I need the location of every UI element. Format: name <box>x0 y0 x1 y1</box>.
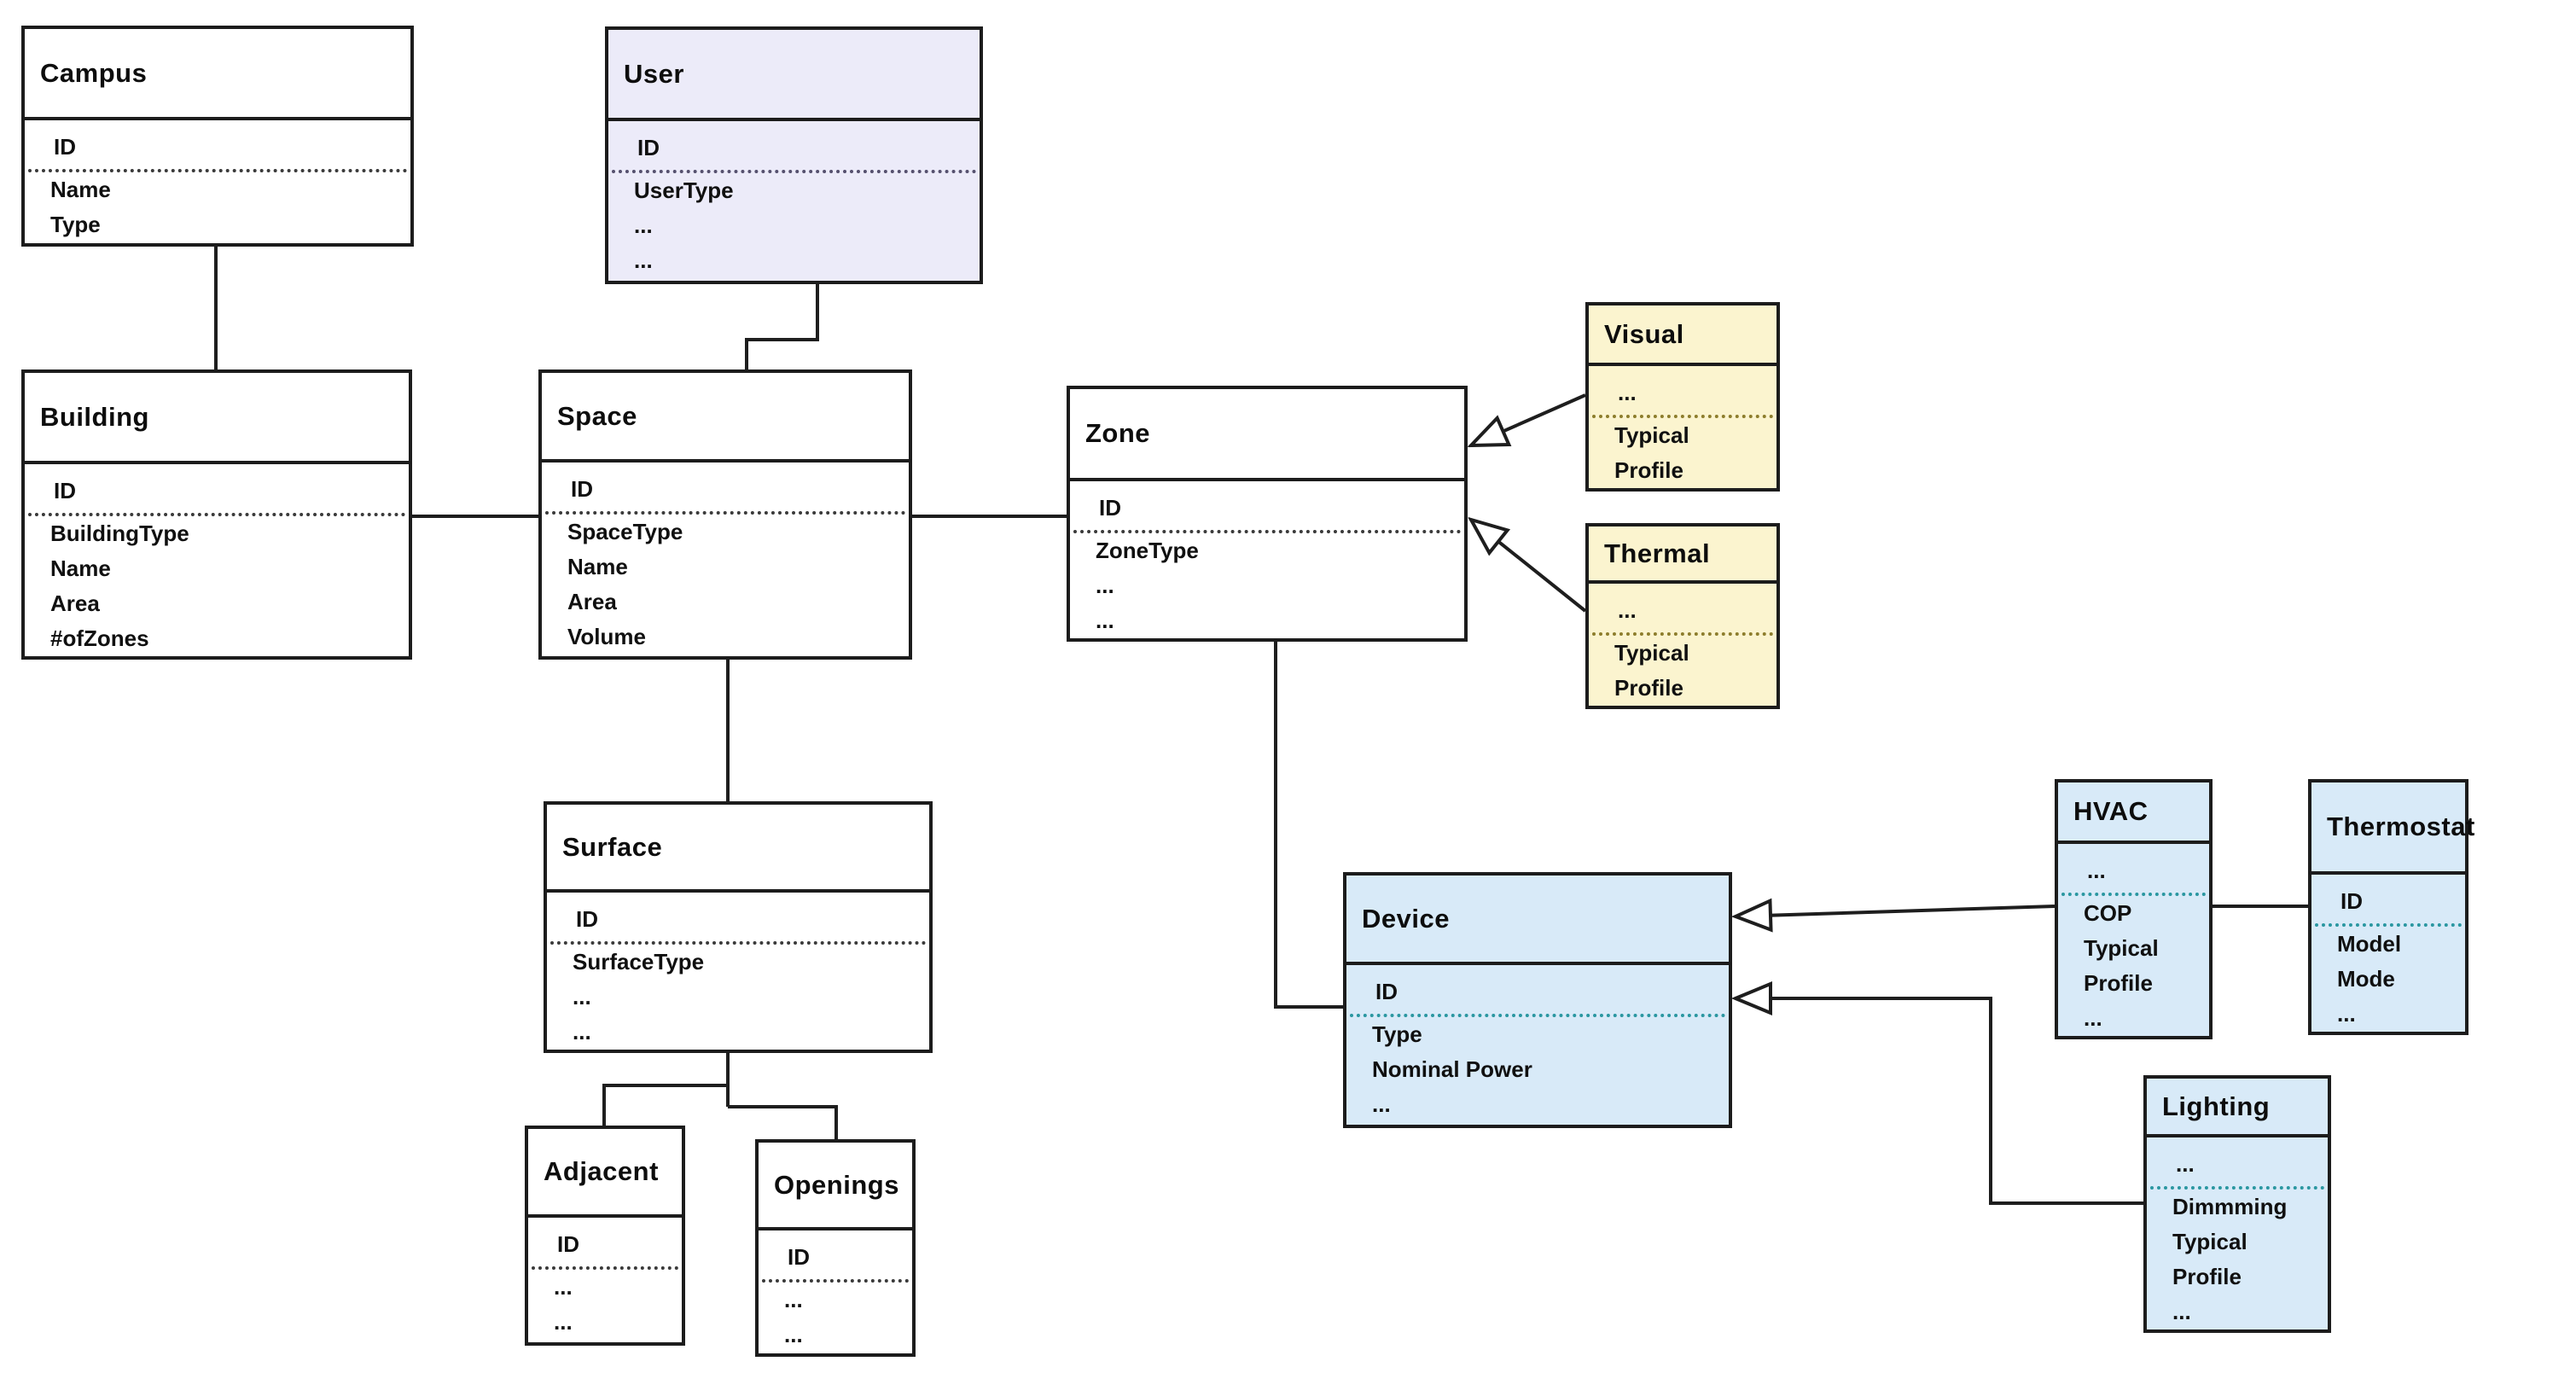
attribute-row: Typical Profile <box>2172 1229 2247 1289</box>
attribute-row: Type <box>50 212 101 237</box>
attribute-row: ID <box>28 471 405 516</box>
attribute-row: Mode <box>2337 966 2395 992</box>
attribute-row: SurfaceType <box>573 949 705 974</box>
attribute-row: ... <box>784 1287 803 1312</box>
attribute-row: ... <box>554 1274 573 1300</box>
attribute-row: ... <box>573 984 591 1009</box>
entity-zone[interactable]: Zone ID ZoneType ... ... <box>1067 386 1468 642</box>
attribute-row: ID <box>1073 488 1461 533</box>
attribute-row: Name <box>567 554 628 579</box>
entity-campus[interactable]: Campus ID Name Type <box>21 26 414 247</box>
entity-title: Space <box>542 373 909 463</box>
attribute-row: ID <box>1350 972 1725 1017</box>
attribute-row: Volume <box>567 624 646 649</box>
attribute-row: ... <box>784 1322 803 1347</box>
entity-title: Visual <box>1589 305 1776 366</box>
attribute-row: Area <box>567 589 617 614</box>
attribute-row: ... <box>554 1309 573 1335</box>
entity-title: User <box>608 30 980 121</box>
edge-hvac-device <box>1736 906 2056 916</box>
entity-openings[interactable]: Openings ID ... ... <box>755 1139 916 1357</box>
entity-device[interactable]: Device ID Type Nominal Power ... <box>1343 872 1732 1128</box>
attribute-row: Typical Profile <box>1614 640 1689 701</box>
attribute-row: Nominal Power <box>1372 1056 1532 1082</box>
attribute-row: ... <box>2061 851 2206 896</box>
attribute-row: ... <box>2084 1005 2102 1031</box>
edge-visual-zone <box>1471 393 1586 445</box>
entity-title: HVAC <box>2058 782 2209 844</box>
attribute-row: ID <box>532 1225 678 1270</box>
attribute-row: ... <box>573 1019 591 1044</box>
attribute-row: Type <box>1372 1021 1422 1047</box>
attribute-row: ... <box>1096 608 1114 633</box>
entity-title: Zone <box>1070 389 1464 481</box>
attribute-row: ... <box>2172 1299 2191 1324</box>
attribute-row: SpaceType <box>567 519 683 544</box>
attribute-row: #ofZones <box>50 625 149 651</box>
attribute-row: UserType <box>634 177 734 203</box>
attribute-row: BuildingType <box>50 521 189 546</box>
entity-surface[interactable]: Surface ID SurfaceType ... ... <box>544 801 933 1053</box>
entity-title: Campus <box>25 29 410 120</box>
attribute-row: ID <box>612 128 976 173</box>
attribute-row: ZoneType <box>1096 538 1199 563</box>
attribute-row: ... <box>634 247 653 273</box>
attribute-row: Name <box>50 556 111 581</box>
edge-surface-adjacent <box>602 1084 728 1126</box>
edge-zone-device <box>1274 640 1343 1009</box>
entity-hvac[interactable]: HVAC ... COP Typical Profile ... <box>2055 779 2213 1039</box>
edge-user-space <box>745 282 819 371</box>
attribute-row: Model <box>2337 931 2402 957</box>
edge-thermal-zone <box>1471 520 1587 613</box>
attribute-row: ID <box>762 1237 909 1283</box>
attribute-row: Typical Profile <box>1614 422 1689 483</box>
entity-visual[interactable]: Visual ... Typical Profile <box>1585 302 1780 492</box>
entity-title: Thermal <box>1589 527 1776 584</box>
entity-title: Device <box>1346 876 1729 965</box>
entity-title: Lighting <box>2147 1079 2328 1137</box>
attribute-row: ID <box>550 899 926 945</box>
attribute-row: ... <box>1372 1091 1391 1117</box>
attribute-row: ... <box>1592 591 1773 636</box>
entity-adjacent[interactable]: Adjacent ID ... ... <box>525 1126 685 1346</box>
attribute-row: ID <box>28 127 407 172</box>
attribute-row: Name <box>50 177 111 202</box>
entity-title: Adjacent <box>528 1129 682 1218</box>
entity-title: Building <box>25 373 409 464</box>
attribute-row: Typical Profile <box>2084 935 2159 996</box>
entity-title: Openings <box>759 1143 912 1230</box>
attribute-row: Dimmming <box>2172 1194 2288 1219</box>
edge-surface-openings <box>728 1105 838 1139</box>
entity-thermostat[interactable]: Thermostat ID Model Mode ... <box>2308 779 2474 1035</box>
attribute-row: ID <box>2315 881 2462 927</box>
attribute-row: ... <box>1592 373 1773 418</box>
entity-lighting[interactable]: Lighting ... Dimmming Typical Profile ..… <box>2143 1075 2331 1333</box>
attribute-row: ... <box>1096 573 1114 598</box>
entity-space[interactable]: Space ID SpaceType Name Area Volume <box>538 369 912 660</box>
attribute-row: ... <box>2150 1144 2324 1190</box>
attribute-row: ID <box>545 469 905 515</box>
attribute-row: COP <box>2084 900 2132 926</box>
entity-title: Surface <box>547 805 929 893</box>
entity-thermal[interactable]: Thermal ... Typical Profile <box>1585 523 1780 709</box>
entity-title: Thermostat <box>2311 782 2474 875</box>
attribute-row: Area <box>50 591 100 616</box>
attribute-row: ... <box>2337 1001 2356 1027</box>
entity-building[interactable]: Building ID BuildingType Name Area #ofZo… <box>21 369 412 660</box>
entity-user[interactable]: User ID UserType ... ... <box>605 26 983 284</box>
attribute-row: ... <box>634 212 653 238</box>
